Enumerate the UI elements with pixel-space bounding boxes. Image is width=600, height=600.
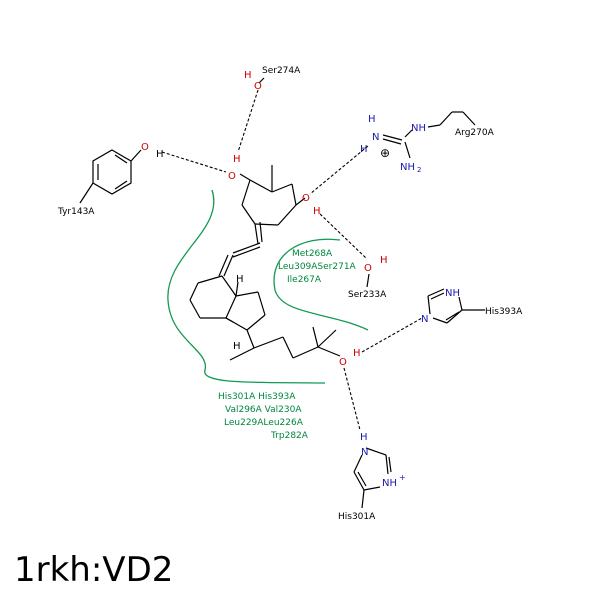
ser233-bond: [366, 273, 370, 288]
ligand-h-c-ring: H: [236, 274, 244, 285]
diagram-title: 1rkh:VD2: [14, 550, 174, 590]
ser274-bond: [258, 77, 265, 84]
ser274-label: Ser274A: [262, 66, 301, 76]
his301-label: His301A: [338, 512, 376, 522]
tyr143-oxygen: O: [141, 142, 149, 153]
his301-nh: NH: [382, 478, 397, 489]
tyr143-hydrogen: H: [156, 149, 164, 160]
ligand-o2: O: [302, 193, 310, 204]
his301-imidazole: [353, 447, 392, 509]
arg270-nh2-sub: 2: [417, 166, 421, 174]
his393-imidazole: [427, 288, 485, 324]
hydrophobic-group-upper-right: Met268A Leu309ASer271A Ile267A: [278, 249, 357, 285]
ligand-h3: H: [353, 348, 361, 359]
hydrogen-bonds: [161, 89, 423, 431]
ligand-h-d-ring: H: [233, 341, 241, 352]
svg-text:Leu309ASer271A: Leu309ASer271A: [278, 262, 357, 272]
arg270-n1: N: [372, 132, 379, 143]
ligand-o1: O: [228, 171, 236, 182]
svg-text:Ile267A: Ile267A: [287, 275, 322, 285]
arg270-charge: ⊕: [380, 146, 390, 160]
his301-plus: +: [399, 473, 406, 482]
hydrophobic-group-lower-center: His301A His393A Val296A Val230A Leu229AL…: [218, 392, 309, 441]
his393-n: N: [421, 314, 428, 325]
ser274-oxygen: O: [254, 81, 262, 92]
ligand-o3: O: [339, 357, 347, 368]
svg-text:Met268A: Met268A: [292, 249, 333, 259]
ligand-skeleton: [189, 165, 341, 361]
hydrophobic-arc-right: [273, 238, 369, 331]
ser233-oxygen: O: [364, 263, 372, 274]
tyr143-label: Tyr143A: [57, 207, 95, 217]
his301-h: H: [360, 432, 368, 443]
arg270-label: Arg270A: [455, 128, 495, 138]
svg-text:Trp282A: Trp282A: [270, 431, 309, 441]
his301-n: N: [361, 447, 368, 458]
svg-text:His301A His393A: His301A His393A: [218, 392, 296, 402]
ligand-h2: H: [313, 206, 321, 217]
tyr143-phenol-ring: [79, 149, 142, 204]
ser233-hydrogen: H: [380, 255, 388, 266]
his393-nh: NH: [445, 288, 460, 299]
ligand-h1: H: [233, 154, 241, 165]
hydrophobic-arc-left: [167, 189, 326, 384]
svg-text:Val296A Val230A: Val296A Val230A: [225, 405, 302, 415]
ser233-label: Ser233A: [348, 290, 387, 300]
arg270-nh: NH: [411, 123, 426, 134]
arg270-nh2: NH: [400, 162, 415, 173]
his393-label: His393A: [485, 307, 523, 317]
svg-text:Leu229ALeu226A: Leu229ALeu226A: [224, 418, 304, 428]
ser274-hydrogen: H: [244, 70, 252, 81]
arg270-h1: H: [368, 114, 376, 125]
arg270-guanidinium: [382, 111, 476, 159]
